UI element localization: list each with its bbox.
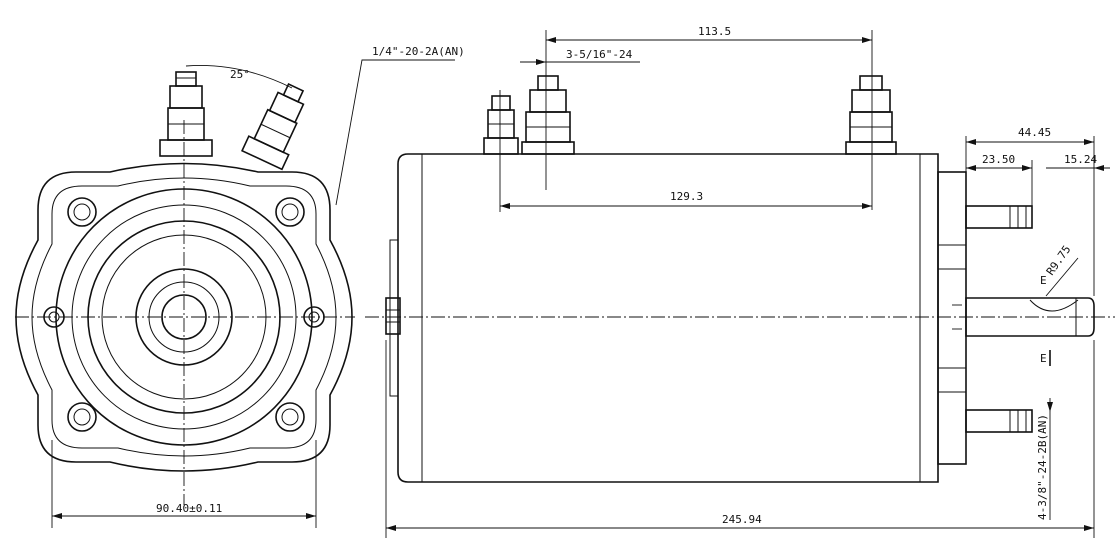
- mount-hole-bottom-right-inner: [281, 408, 299, 426]
- terminal-base: [159, 139, 213, 157]
- bearing-boss-inner: [101, 234, 267, 400]
- flange-rib-lower: [937, 367, 967, 393]
- mount-stud-upper: [965, 205, 1033, 229]
- side-terminal-left: [521, 75, 575, 155]
- flange-rib-upper: [937, 244, 967, 270]
- side-hole-left: [43, 306, 65, 328]
- thread-callout-terminal: 1/4"-20-2A(AN): [372, 45, 465, 58]
- side-terminal-right: [845, 75, 897, 155]
- section-mark-top: E: [1040, 274, 1047, 287]
- end-terminal-vertical: [159, 71, 213, 157]
- mount-hole-top-left: [67, 197, 97, 227]
- motor-body: [397, 153, 939, 483]
- hub-inner-circle: [148, 281, 220, 353]
- flange-outline: [15, 162, 353, 472]
- rear-cap: [389, 239, 399, 397]
- end-terminal-angled: [240, 83, 305, 171]
- terminal-spacing-top-label: 113.5: [698, 25, 731, 38]
- shaft-circle: [161, 294, 207, 340]
- terminal-spacing-bottom-label: 129.3: [670, 190, 703, 203]
- overall-length-label: 245.94: [722, 513, 762, 526]
- side-hole-right-inner: [308, 311, 320, 323]
- mount-hole-top-right: [275, 197, 305, 227]
- flange-inner-outline: [31, 177, 337, 457]
- mount-stud-lower: [965, 409, 1033, 433]
- bearing-boss-outer: [87, 220, 281, 414]
- mount-hole-bottom-right: [275, 402, 305, 432]
- shaft-tip-label: 15.24: [1064, 153, 1097, 166]
- front-flange: [937, 171, 967, 465]
- angled-terminal-base: [240, 135, 290, 171]
- mount-hole-top-right-inner: [281, 203, 299, 221]
- side-terminal-small: [483, 95, 519, 155]
- stud-length-label: 23.50: [982, 153, 1015, 166]
- output-shaft: [965, 297, 1095, 337]
- mount-hole-bottom-left-inner: [73, 408, 91, 426]
- shaft-keyway: [1029, 299, 1079, 312]
- housing-circle: [55, 188, 313, 446]
- radius-leader: [1045, 257, 1079, 297]
- side-view: E E 113.5: [365, 25, 1115, 538]
- angle-arc: [185, 65, 293, 89]
- thread-callout-mount: 4-3/8"-24-2B(AN): [1036, 414, 1049, 520]
- angle-label: 25°: [230, 68, 250, 81]
- shaft-length-label: 44.45: [1018, 126, 1051, 139]
- end-view: 25° 1/4"-20-2A(AN) 90.40±0.11: [15, 45, 465, 528]
- thread-callout-stud: 3-5/16"-24: [566, 48, 633, 61]
- radius-label: R9.75: [1044, 243, 1074, 278]
- mount-width-label: 90.40±0.11: [156, 502, 222, 515]
- terminal-stud-tip: [175, 71, 197, 87]
- housing-inner-circle: [71, 204, 297, 430]
- side-hole-right: [303, 306, 325, 328]
- section-mark-bottom: E: [1040, 352, 1047, 365]
- angled-terminal-tip: [282, 83, 305, 103]
- mount-hole-bottom-left: [67, 402, 97, 432]
- terminal-nut-upper: [169, 85, 203, 109]
- hub-circle: [135, 268, 233, 366]
- side-hole-left-inner: [48, 311, 60, 323]
- mount-hole-top-left-inner: [73, 203, 91, 221]
- rear-plug: [385, 297, 401, 335]
- thread-leader-line: [335, 59, 455, 206]
